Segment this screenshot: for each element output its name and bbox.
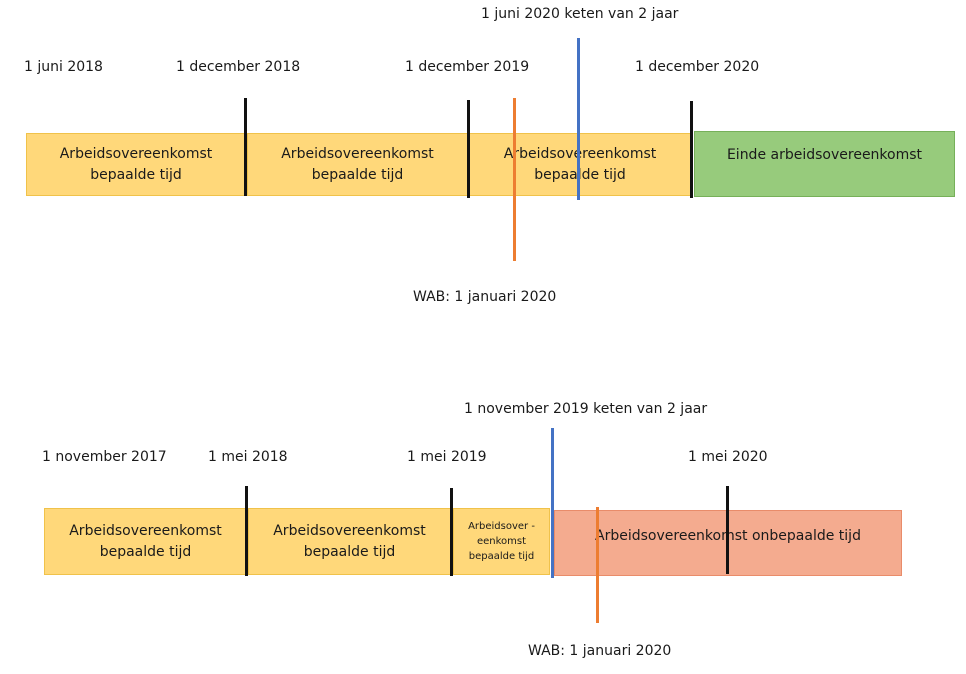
bottom-date-label-2: 1 mei 2018 [208, 449, 288, 465]
bottom-keten-line [551, 428, 554, 578]
bottom-box-bepaalde-1: Arbeidsovereenkomst bepaalde tijd [44, 508, 247, 575]
top-box-bepaalde-1: Arbeidsovereenkomst bepaalde tijd [26, 133, 246, 196]
top-date-label-3: 1 december 2019 [405, 59, 530, 75]
top-wab-label: WAB: 1 januari 2020 [413, 289, 557, 305]
bottom-date-label-4: 1 mei 2020 [688, 449, 768, 465]
top-box-einde: Einde arbeidsovereenkomst [694, 131, 955, 197]
top-date-label-2: 1 december 2018 [176, 59, 301, 75]
top-divider-1 [244, 98, 247, 196]
bottom-divider-2 [450, 488, 453, 576]
top-keten-line [577, 38, 580, 200]
bottom-divider-3 [726, 486, 729, 574]
top-box-bepaalde-2: Arbeidsovereenkomst bepaalde tijd [247, 133, 468, 196]
top-divider-2 [467, 100, 470, 198]
bottom-date-label-3: 1 mei 2019 [407, 449, 487, 465]
top-date-label-1: 1 juni 2018 [24, 59, 103, 75]
top-wab-line [513, 98, 516, 261]
top-date-label-4: 1 december 2020 [635, 59, 760, 75]
top-box-bepaalde-3: Arbeidsovereenkomst bepaalde tijd [469, 133, 691, 196]
bottom-date-label-1: 1 november 2017 [42, 449, 167, 465]
bottom-divider-1 [245, 486, 248, 576]
bottom-wab-line [596, 507, 599, 623]
top-keten-label: 1 juni 2020 keten van 2 jaar [481, 6, 679, 22]
bottom-wab-label: WAB: 1 januari 2020 [528, 643, 672, 659]
bottom-box-bepaalde-3: Arbeidsover - eenkomst bepaalde tijd [453, 508, 550, 575]
bottom-box-bepaalde-2: Arbeidsovereenkomst bepaalde tijd [248, 508, 451, 575]
bottom-keten-label: 1 november 2019 keten van 2 jaar [464, 401, 708, 417]
top-divider-3 [690, 101, 693, 198]
